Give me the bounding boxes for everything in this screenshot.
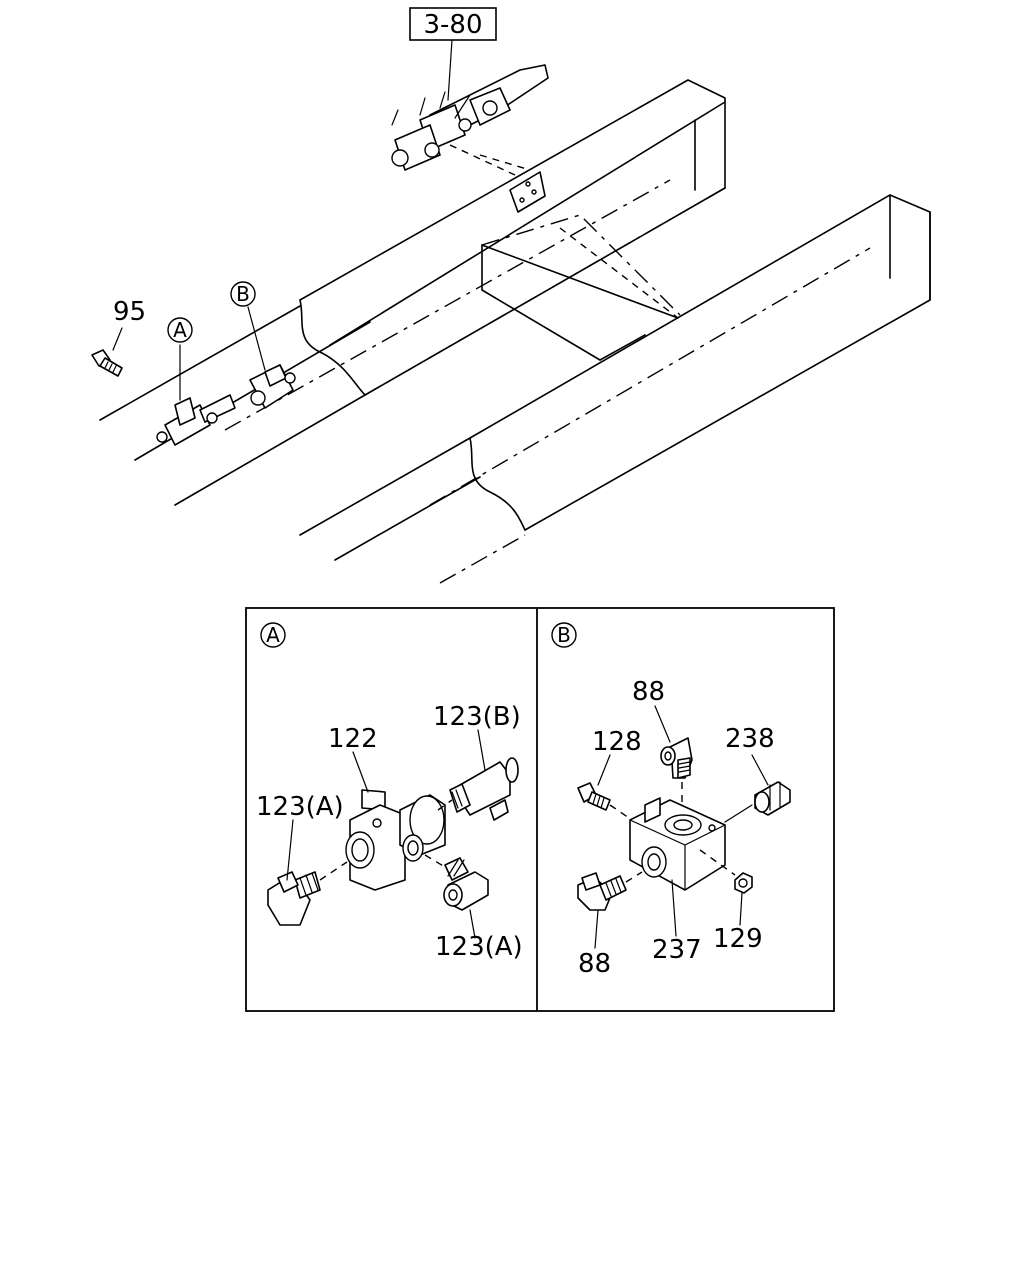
part-88-top bbox=[654, 705, 693, 805]
bolt-95 bbox=[91, 327, 123, 377]
label-88-bottom: 88 bbox=[578, 949, 611, 979]
detail-panels bbox=[245, 607, 835, 1012]
part-238 bbox=[724, 754, 791, 823]
part-122 bbox=[345, 751, 446, 891]
part-237 bbox=[629, 797, 726, 937]
part-123b bbox=[437, 729, 519, 821]
label-128: 128 bbox=[592, 727, 642, 757]
part-123a-left bbox=[267, 819, 348, 926]
part-123a-bottom bbox=[424, 854, 489, 939]
detail-b-title: B bbox=[557, 623, 571, 647]
part-128 bbox=[577, 754, 633, 821]
part-a-overview: A bbox=[156, 317, 236, 446]
callout-95: 95 bbox=[113, 297, 146, 327]
part-129 bbox=[699, 849, 753, 926]
label-88-top: 88 bbox=[632, 677, 665, 707]
label-123a-left: 123(A) bbox=[256, 792, 344, 822]
label-237: 237 bbox=[652, 935, 702, 965]
chassis-frame bbox=[99, 79, 931, 584]
reference-box: 3-80 bbox=[409, 7, 497, 101]
detail-a-title: A bbox=[266, 623, 280, 647]
label-122: 122 bbox=[328, 724, 378, 754]
detail-b: B 237 88 bbox=[551, 622, 791, 979]
label-123a-bottom: 123(A) bbox=[435, 932, 523, 962]
detail-a: A 122 123(B) bbox=[256, 622, 523, 962]
label-238: 238 bbox=[725, 724, 775, 754]
part-88-bottom bbox=[577, 871, 643, 949]
label-123b: 123(B) bbox=[433, 702, 521, 732]
part-b-overview: B bbox=[230, 281, 296, 409]
valve-assembly bbox=[391, 64, 549, 171]
reference-label: 3-80 bbox=[423, 10, 482, 40]
callout-b: B bbox=[236, 282, 250, 306]
callout-a: A bbox=[173, 318, 187, 342]
label-129: 129 bbox=[713, 924, 763, 954]
